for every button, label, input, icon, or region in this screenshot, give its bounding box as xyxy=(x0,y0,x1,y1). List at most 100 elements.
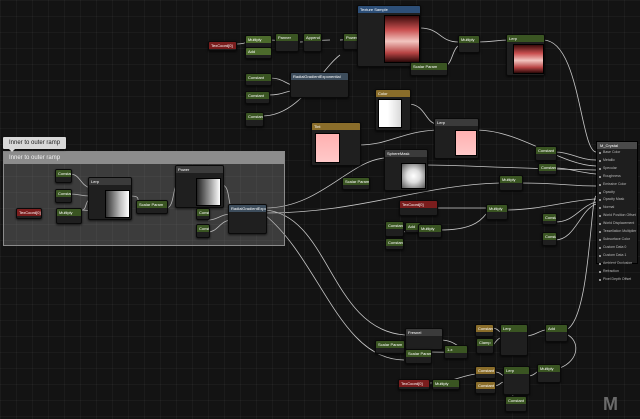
constant-node-right-2[interactable]: Constant xyxy=(538,163,557,175)
result-input-pin[interactable]: Roughness xyxy=(597,173,637,181)
one-minus-node[interactable]: 1-x xyxy=(444,345,468,359)
node-title: Multiply xyxy=(433,380,459,387)
result-input-pin[interactable]: Normal xyxy=(597,204,637,212)
scalar-param-node-c[interactable]: Scalar Param xyxy=(136,200,168,214)
vector-param-node-2[interactable]: Tint xyxy=(311,122,361,166)
node-title: SphereMask xyxy=(385,150,427,157)
node-title: Constant xyxy=(56,190,71,197)
scalar-param-node-1[interactable]: Scalar Param xyxy=(410,62,448,76)
multiply-node-c[interactable]: Multiply xyxy=(56,208,82,224)
node-title: TexCoord[0] xyxy=(400,201,437,208)
constant-node-gold-3[interactable]: Constant xyxy=(475,381,496,394)
sphere-mask-node[interactable]: SphereMask xyxy=(384,149,428,191)
panner-node[interactable]: Panner xyxy=(275,33,299,52)
result-input-pin[interactable]: Refraction xyxy=(597,268,637,276)
node-title: Scalar Param xyxy=(411,63,447,70)
constant-node-gold-1[interactable]: Constant xyxy=(475,324,494,337)
constant-node-b3[interactable]: Constant xyxy=(505,396,527,412)
node-title: Multiply xyxy=(538,365,560,372)
constant-node-1[interactable]: Constant xyxy=(245,73,272,86)
constant-node-c2[interactable]: Constant xyxy=(55,189,72,203)
result-input-pin[interactable]: Custom Data 0 xyxy=(597,244,637,252)
node-title: Lerp xyxy=(89,178,131,185)
node-title: Clamp xyxy=(477,339,493,346)
node-title: Add xyxy=(406,223,420,230)
constant-node-c1[interactable]: Constant xyxy=(55,169,72,183)
node-title: Texture Sample xyxy=(358,6,420,13)
constant-node-2[interactable]: Constant xyxy=(245,91,270,104)
result-input-pin[interactable]: World Position Offset xyxy=(597,212,637,220)
result-input-pin[interactable]: Pixel Depth Offset xyxy=(597,276,637,284)
constant-node-gold-2[interactable]: Constant xyxy=(475,366,496,379)
node-title: Color xyxy=(376,90,410,97)
constant-node-right-4[interactable]: Constant xyxy=(542,232,557,246)
add-node-1[interactable]: Add xyxy=(245,47,272,59)
radial-gradient-node[interactable]: RadialGradientExponential xyxy=(228,204,267,234)
texture-sample-node-1[interactable]: Texture Sample xyxy=(357,5,421,67)
dot-node[interactable]: RadialGradientExponential xyxy=(290,72,349,98)
node-title: Constant xyxy=(246,92,269,99)
lerp-node-b1[interactable]: Lerp xyxy=(500,324,528,356)
multiply-node-4[interactable]: Multiply xyxy=(486,204,508,220)
scalar-param-node-b2[interactable]: Scalar Param xyxy=(405,349,432,364)
result-input-pin[interactable]: Base Color xyxy=(597,149,637,157)
lerp-node-top[interactable]: Lerp xyxy=(506,34,545,76)
vector-param-node-1[interactable]: Color xyxy=(375,89,411,131)
lerp-mid-preview xyxy=(455,130,477,156)
constant-node-5[interactable]: Constant xyxy=(385,238,404,250)
node-title: Multiply xyxy=(487,205,507,212)
multiply-node-b2[interactable]: Multiply xyxy=(537,364,561,383)
node-title: Multiply xyxy=(419,225,441,232)
node-title: Fresnel xyxy=(406,329,442,336)
clamp-node[interactable]: Clamp xyxy=(476,338,494,354)
node-title: Constant xyxy=(476,382,495,389)
node-title: Multiply xyxy=(246,36,271,43)
result-input-pin[interactable]: World Displacement xyxy=(597,220,637,228)
constant-node-3[interactable]: Constant xyxy=(245,112,264,127)
result-input-pin[interactable]: Emissive Color xyxy=(597,181,637,189)
texcoord-node-top[interactable]: TexCoord[0] xyxy=(208,41,237,51)
node-title: Power xyxy=(176,166,223,173)
constant-node-right-1[interactable]: Constant xyxy=(535,146,557,161)
multiply-node-b[interactable]: Multiply xyxy=(432,379,460,390)
texture-preview xyxy=(384,15,420,63)
lerp-node-comment[interactable]: Lerp xyxy=(88,177,132,220)
node-title: 1-x xyxy=(445,346,467,353)
node-title: Constant xyxy=(536,147,556,154)
texcoord-node-red[interactable]: TexCoord[0] xyxy=(399,200,438,216)
result-node-title: M_Crystal xyxy=(597,142,637,149)
append-node[interactable]: Append xyxy=(303,33,322,52)
constant-node-4[interactable]: Constant xyxy=(385,221,404,237)
add-node-b[interactable]: Add xyxy=(545,324,568,342)
constant-node-c4[interactable]: Constant xyxy=(196,224,210,238)
lerp-node-b2[interactable]: Lerp xyxy=(503,366,530,395)
node-title: Scalar Param xyxy=(343,178,369,185)
result-input-pin[interactable]: Subsurface Color xyxy=(597,236,637,244)
scalar-param-node-2[interactable]: Scalar Param xyxy=(342,177,370,190)
node-title: Constant xyxy=(506,397,526,404)
result-input-pin[interactable]: Tessellation Multiplier xyxy=(597,228,637,236)
comment-bubble[interactable]: Inner to outer ramp xyxy=(3,137,67,152)
result-input-pin[interactable]: Custom Data 1 xyxy=(597,252,637,260)
constant-node-right-3[interactable]: Constant xyxy=(542,213,557,225)
power-node-c[interactable]: Power xyxy=(175,165,224,208)
node-title: Constant xyxy=(543,214,556,221)
node-title: TexCoord[0] xyxy=(17,209,41,216)
result-input-pin[interactable]: Opacity Mask xyxy=(597,196,637,204)
result-input-pin[interactable]: Metallic xyxy=(597,157,637,165)
multiply-node-2[interactable]: Multiply xyxy=(458,35,480,53)
node-title: Add xyxy=(246,48,271,55)
lerp-node-mid[interactable]: Lerp xyxy=(434,118,479,159)
texcoord-node-bottom[interactable]: TexCoord[0] xyxy=(398,379,430,390)
multiply-node-3[interactable]: Multiply xyxy=(499,175,523,191)
constant-node-c3[interactable]: Constant xyxy=(196,208,210,220)
node-title: TexCoord[0] xyxy=(399,380,429,387)
result-input-pin[interactable]: Opacity xyxy=(597,189,637,197)
result-input-pin[interactable]: Specular xyxy=(597,165,637,173)
multiply-node-5[interactable]: Multiply xyxy=(418,224,442,238)
result-input-pin[interactable]: Ambient Occlusion xyxy=(597,260,637,268)
scalar-param-node-b1[interactable]: Scalar Param xyxy=(375,340,405,354)
fresnel-node[interactable]: Fresnel xyxy=(405,328,443,350)
texcoord-node-left[interactable]: TexCoord[0] xyxy=(16,208,42,219)
